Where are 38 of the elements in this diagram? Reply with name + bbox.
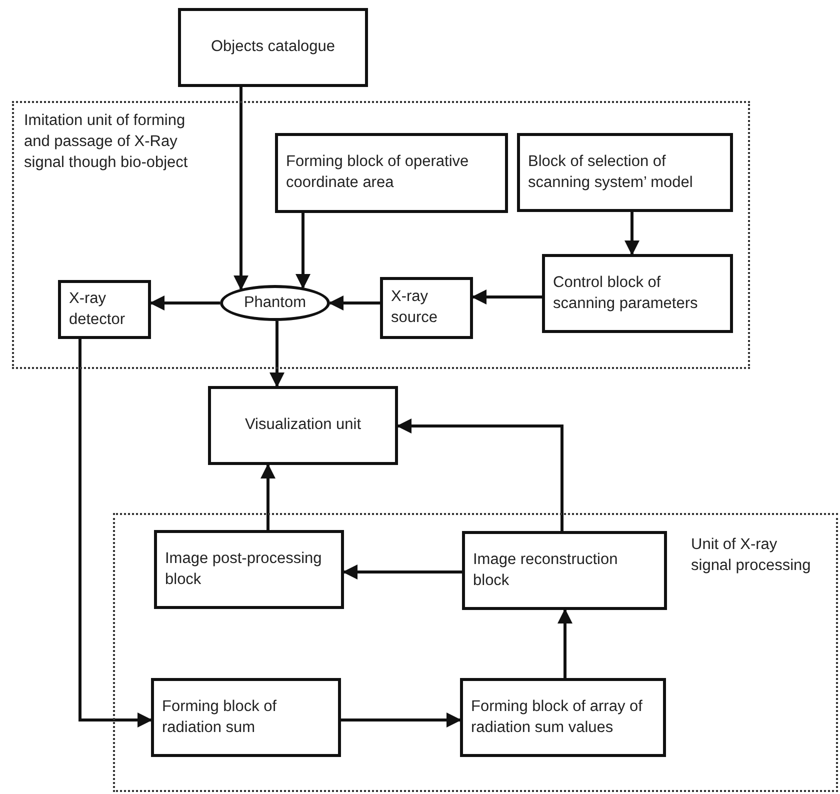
dotted-group-frame	[113, 513, 838, 792]
block-label: Phantom	[244, 292, 306, 313]
arrow	[341, 712, 462, 728]
arrow	[78, 339, 152, 728]
block-label: Image post-processing block	[165, 548, 323, 590]
block-box	[275, 133, 508, 213]
block-label: Control block of scanning parameters	[553, 272, 699, 314]
block-label: Forming block of array of radiation sum values	[471, 696, 644, 738]
block-label: Forming block of radiation sum	[162, 696, 278, 738]
block-box	[178, 8, 368, 87]
block-box	[154, 530, 344, 609]
block-label: X-ray detector	[69, 288, 126, 330]
block-box	[380, 277, 473, 339]
block-box	[151, 678, 341, 757]
block-box	[460, 678, 666, 757]
block-box	[462, 531, 667, 610]
arrow	[150, 296, 220, 310]
arrow	[342, 564, 462, 580]
block-label: Objects catalogue	[210, 37, 336, 58]
arrow	[624, 212, 640, 256]
group-heading: Unit of X-ray signal processing	[691, 535, 812, 576]
block-box	[517, 133, 733, 212]
block-box	[58, 280, 151, 339]
arrow	[270, 321, 284, 388]
block-label: Block of selection of scanning system’ model	[528, 152, 694, 192]
arrow	[472, 290, 542, 304]
arrow	[558, 608, 572, 678]
arrow	[396, 418, 564, 531]
block-box	[208, 386, 398, 465]
block-label: Forming block of operative coordinate area	[286, 152, 470, 193]
block-label: Visualization unit	[244, 415, 362, 436]
group-heading: Imitation unit of forming and passage of X-Ray signal though bio-object	[24, 111, 189, 173]
block-box	[542, 254, 733, 333]
arrow	[328, 296, 380, 310]
arrow	[260, 464, 276, 530]
block-label: Image reconstruction block	[473, 550, 619, 590]
dotted-group-frame	[12, 101, 750, 369]
block-label: X-ray source	[391, 287, 439, 328]
